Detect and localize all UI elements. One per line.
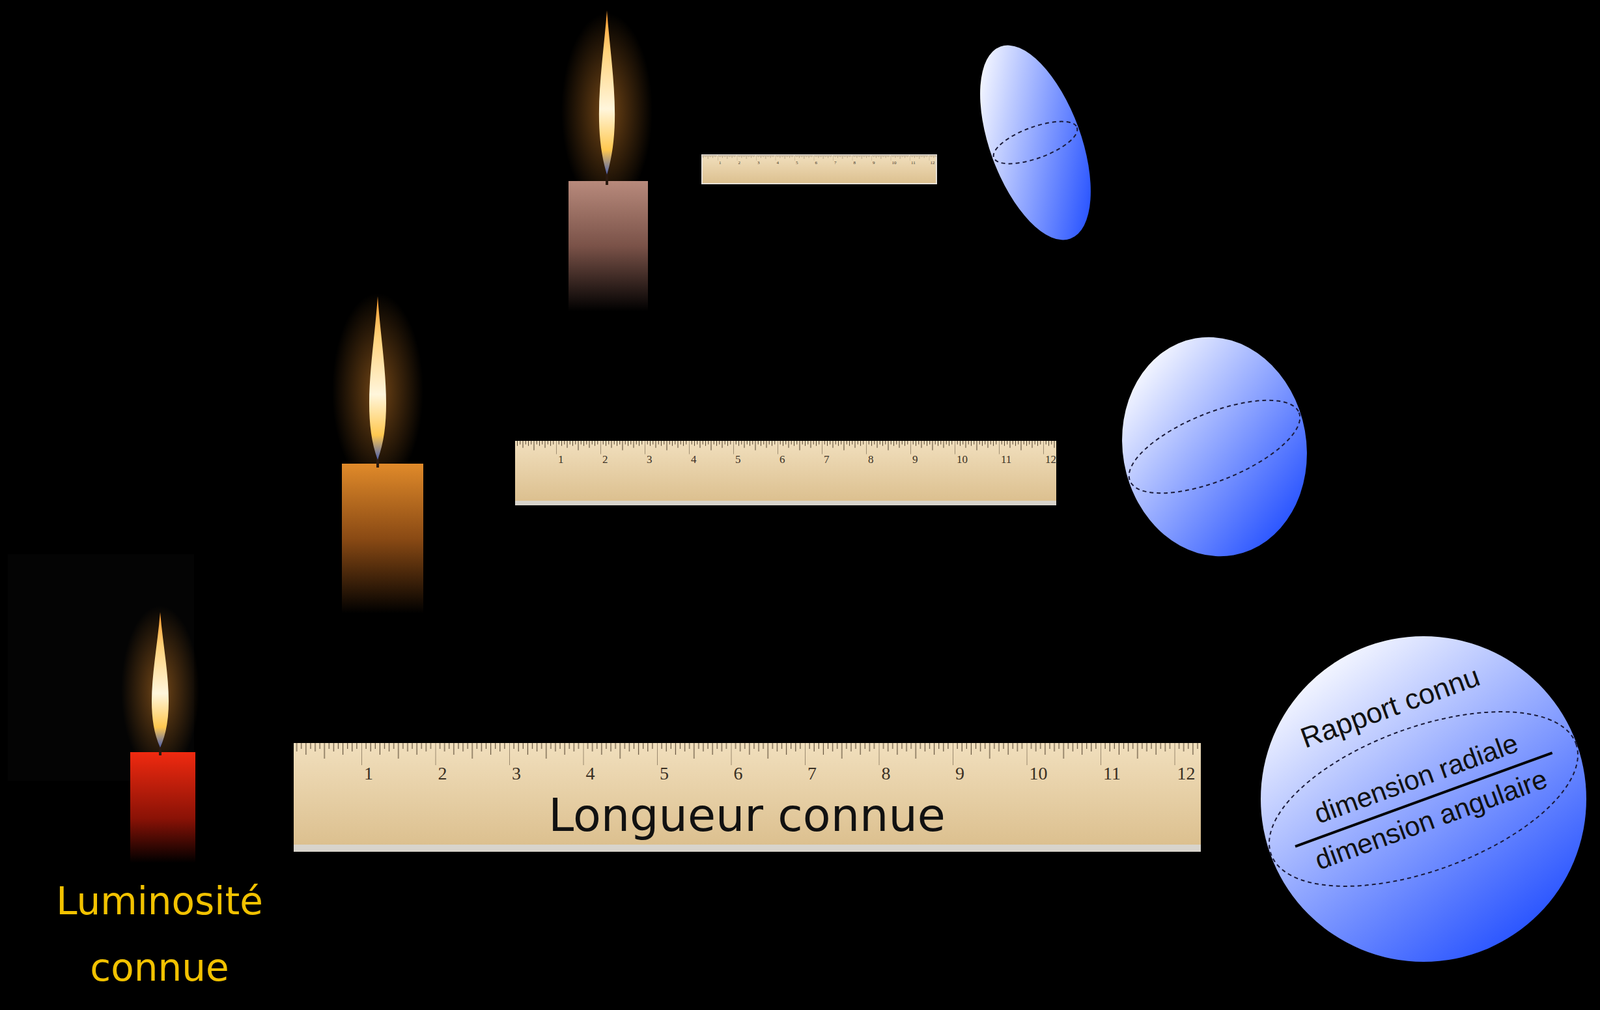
sphere-fill [1260, 636, 1587, 962]
ruler-box: Longueur connue [293, 743, 1201, 852]
ruler-number: 7 [807, 764, 817, 783]
ruler-number: 2 [738, 160, 742, 166]
candle-mid [332, 293, 424, 614]
ruler-number: 12 [1045, 453, 1057, 465]
ruler-mid [515, 440, 1057, 506]
ruler-number: 12 [930, 160, 936, 166]
rotated-text-frame: Rapport connudimension radialedimension … [1213, 589, 1600, 1009]
ruler-number: 6 [733, 764, 744, 783]
ruler-number: 6 [779, 453, 786, 465]
ruler-number: 8 [868, 453, 874, 465]
ruler-number: 3 [757, 160, 760, 166]
ruler-number: 5 [659, 764, 669, 783]
ruler-number: 4 [776, 160, 780, 166]
ellipsoid-mid [1100, 321, 1329, 572]
candle-near [7, 554, 200, 863]
ruler-number: 10 [1029, 764, 1048, 783]
ruler-number: 3 [646, 453, 653, 465]
ruler-number: 4 [690, 453, 697, 465]
candle-panel: Luminosité connue [7, 554, 312, 1010]
ruler-number: 10 [956, 453, 968, 465]
ruler-number: 9 [955, 764, 965, 783]
ruler-number: 7 [823, 453, 830, 465]
node-text: Longueur connue [548, 792, 946, 839]
ruler-near [293, 743, 1201, 852]
node-heading: Rapport connu [1296, 660, 1485, 755]
ruler-far [701, 154, 937, 184]
node-text: Luminosité connue [16, 868, 303, 1001]
ruler-number: 7 [834, 160, 837, 166]
ruler-number: 6 [815, 160, 818, 166]
sphere-node: Rapport connudimension radialedimension … [1260, 635, 1587, 963]
ruler-number: 9 [912, 453, 919, 465]
ruler-number: 8 [881, 764, 891, 783]
ruler-number: 5 [735, 453, 742, 465]
equator-dashed [1260, 675, 1587, 922]
ruler-number: 9 [872, 160, 876, 166]
ruler-number: 11 [1103, 764, 1121, 783]
ellipsoid-far [957, 31, 1114, 255]
ruler-number: 1 [718, 160, 722, 166]
ruler-number: 11 [911, 160, 916, 166]
ruler-number: 12 [1177, 764, 1196, 783]
ruler-number: 1 [364, 764, 374, 783]
candle-far [561, 10, 653, 312]
ruler-number: 8 [853, 160, 857, 166]
ruler-number: 3 [511, 764, 521, 783]
ruler-number: 2 [438, 764, 448, 783]
ruler-number: 4 [586, 764, 596, 783]
ruler-number: 1 [558, 453, 564, 465]
ruler-number: 2 [602, 453, 609, 465]
ruler-number: 5 [795, 160, 799, 166]
ruler-number: 11 [1000, 453, 1012, 465]
ruler-number: 10 [892, 160, 897, 166]
